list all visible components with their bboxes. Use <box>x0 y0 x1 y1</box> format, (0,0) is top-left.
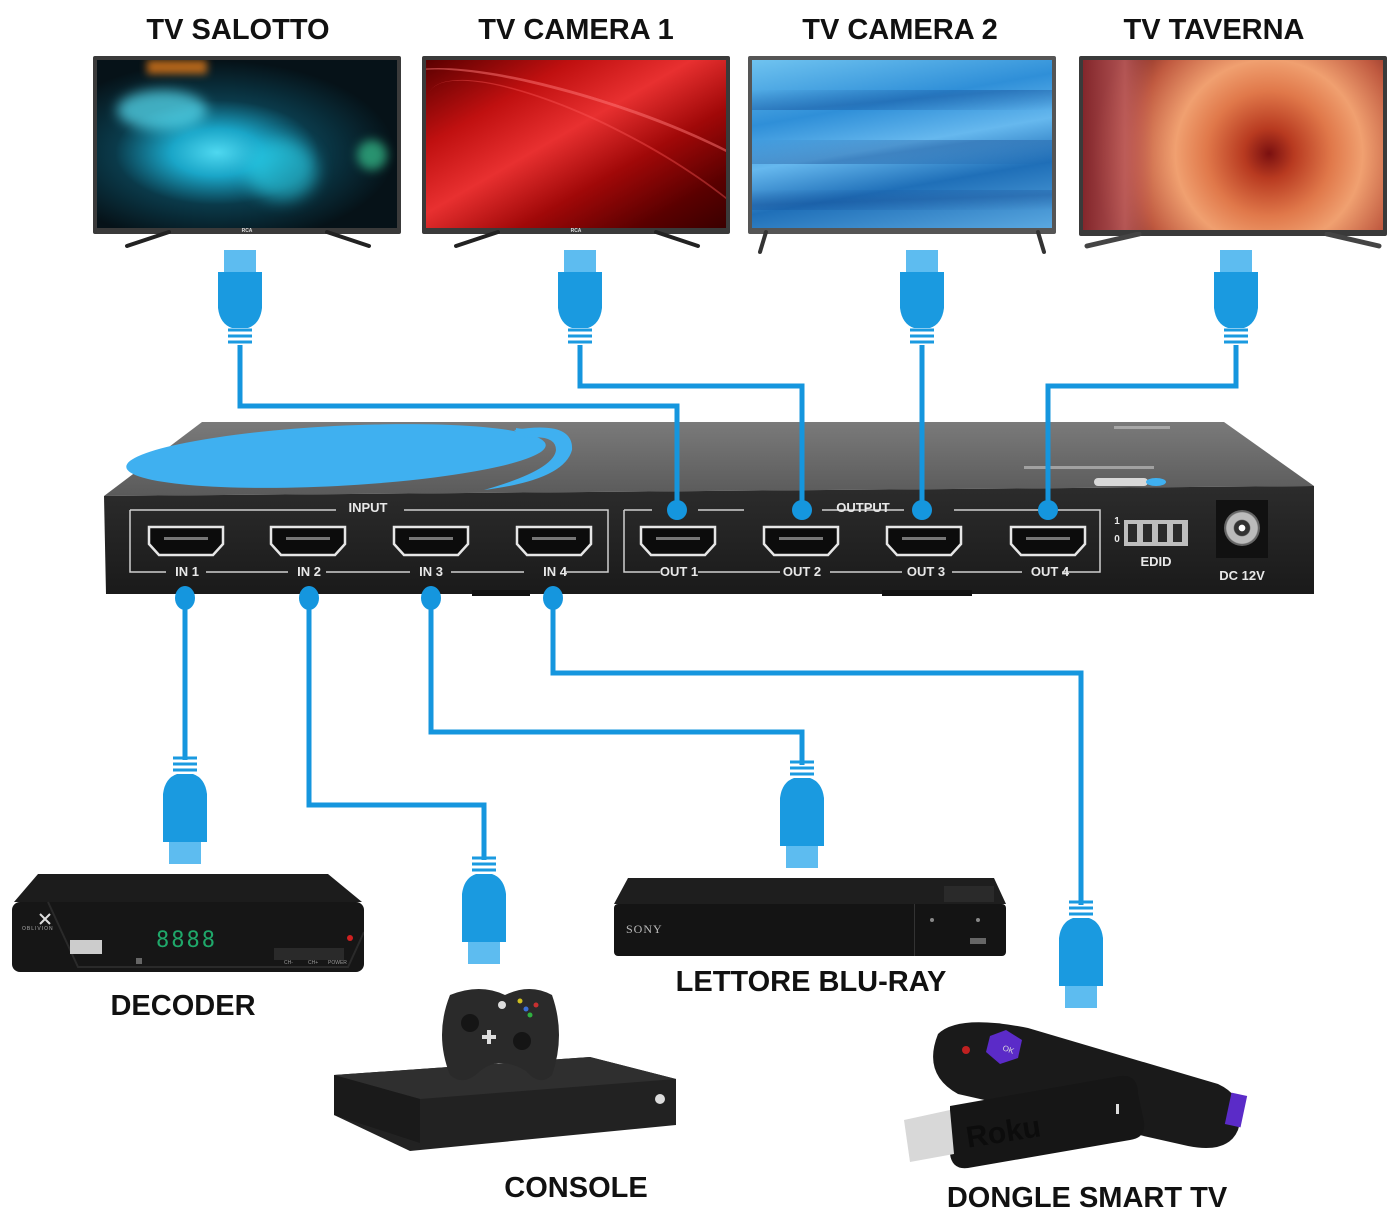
tv-salotto: RCA <box>93 56 401 248</box>
hdmi-port-in-4[interactable] <box>514 524 594 558</box>
tv-stand <box>758 230 1046 254</box>
hdmi-plug-tv-salotto <box>218 250 262 344</box>
hdmi-plug-tv-taverna <box>1214 250 1258 344</box>
tv-label-taverna: TV TAVERNA <box>1123 14 1305 46</box>
port-label-in-4: IN 4 <box>543 564 567 579</box>
tv-screen <box>426 60 726 228</box>
hdmi-port-in-1[interactable] <box>146 524 226 558</box>
cable-in4-dongle <box>550 598 1084 905</box>
edid-label-0: 0 <box>1114 534 1120 545</box>
power-label: DC 12V <box>1219 568 1265 583</box>
decoder-device: OBLIVION 8888 CH- CH+ POWER <box>8 872 365 980</box>
hdmi-plug-decoder <box>163 756 207 864</box>
port-dot-out-4 <box>1038 500 1058 520</box>
hdmi-port-out-1[interactable] <box>638 524 718 558</box>
cable-in2-console <box>306 598 487 860</box>
hdmi-port-in-2[interactable] <box>268 524 348 558</box>
hdmi-port-out-2[interactable] <box>761 524 841 558</box>
port-dot-in-4 <box>543 586 563 610</box>
tv-brand: RCA <box>570 228 582 234</box>
port-dot-out-1 <box>667 500 687 520</box>
bluray-brand: SONY <box>626 922 663 936</box>
remote-ok-text: OK <box>1001 1043 1016 1056</box>
tv-stand <box>454 230 700 248</box>
port-label-in-2: IN 2 <box>297 564 321 579</box>
edid-dip-switch[interactable] <box>1124 520 1188 546</box>
hdmi-port-out-3[interactable] <box>884 524 964 558</box>
decoder-button-ch-plus: CH+ <box>308 960 319 966</box>
tv-camera-1: RCA <box>422 56 730 248</box>
hdmi-plug-tv-camera-1 <box>558 250 602 344</box>
cable-out1-tv-salotto <box>237 345 680 510</box>
tv-stand <box>125 230 371 248</box>
hdmi-plug-dongle <box>1059 900 1103 1008</box>
tv-bezel <box>1079 56 1387 236</box>
input-group-label: INPUT <box>348 500 388 515</box>
tv-label-camera-1: TV CAMERA 1 <box>478 14 674 46</box>
tv-label-salotto: TV SALOTTO <box>146 14 330 46</box>
bluray-device: SONY <box>614 874 1006 960</box>
tv-brand: RCA <box>241 228 253 234</box>
port-dot-out-2 <box>792 500 812 520</box>
cable-out4-tv-taverna <box>1045 345 1239 510</box>
hdmi-port-out-4[interactable] <box>1008 524 1088 558</box>
tv-camera-2 <box>748 56 1056 256</box>
tv-bezel <box>748 56 1056 234</box>
hdmi-matrix-switch: INPUT OUTPUT IN 1 IN 2 IN 3 IN 4 OUT 1 O… <box>104 420 1314 596</box>
output-group-label: OUTPUT <box>836 500 890 515</box>
hdmi-plug-console <box>462 856 506 964</box>
cable-in3-bluray <box>428 598 805 765</box>
decoder-display: 8888 <box>156 928 217 953</box>
tv-bezel: RCA <box>422 56 730 234</box>
tv-screen <box>752 60 1052 228</box>
source-label-console: CONSOLE <box>504 1172 648 1204</box>
dongle-device: OK Roku <box>898 1014 1258 1174</box>
edid-label-1: 1 <box>1114 516 1120 527</box>
dc-power-jack[interactable] <box>1216 500 1268 558</box>
port-dot-in-3 <box>421 586 441 610</box>
tv-label-camera-2: TV CAMERA 2 <box>802 14 998 46</box>
port-label-out-1: OUT 1 <box>659 564 699 579</box>
hdmi-port-in-3[interactable] <box>391 524 471 558</box>
tv-stand <box>1084 232 1382 249</box>
tv-screen <box>1083 60 1383 230</box>
source-label-bluray: LETTORE BLU-RAY <box>675 966 947 998</box>
source-label-dongle: DONGLE SMART TV <box>946 1182 1228 1214</box>
port-dot-out-3 <box>912 500 932 520</box>
decoder-button-power: POWER <box>328 960 347 966</box>
port-label-in-3: IN 3 <box>419 564 443 579</box>
hdmi-plug-tv-camera-2 <box>900 250 944 344</box>
port-label-out-2: OUT 2 <box>782 564 822 579</box>
hdmi-plug-bluray <box>780 760 824 868</box>
port-label-out-4: OUT 4 <box>1030 564 1070 579</box>
tv-bezel: RCA <box>93 56 401 234</box>
port-dot-in-2 <box>299 586 319 610</box>
port-label-in-1: IN 1 <box>175 564 199 579</box>
port-label-out-3: OUT 3 <box>906 564 946 579</box>
edid-label: EDID <box>1140 554 1172 569</box>
tv-taverna <box>1079 56 1387 256</box>
decoder-brand: OBLIVION <box>22 926 54 932</box>
decoder-button-ch-minus: CH- <box>284 960 293 966</box>
source-label-decoder: DECODER <box>110 990 256 1022</box>
console-device <box>330 975 678 1165</box>
port-dot-in-1 <box>175 586 195 610</box>
tv-screen <box>97 60 397 228</box>
cable-out2-tv-camera-1 <box>577 345 805 510</box>
